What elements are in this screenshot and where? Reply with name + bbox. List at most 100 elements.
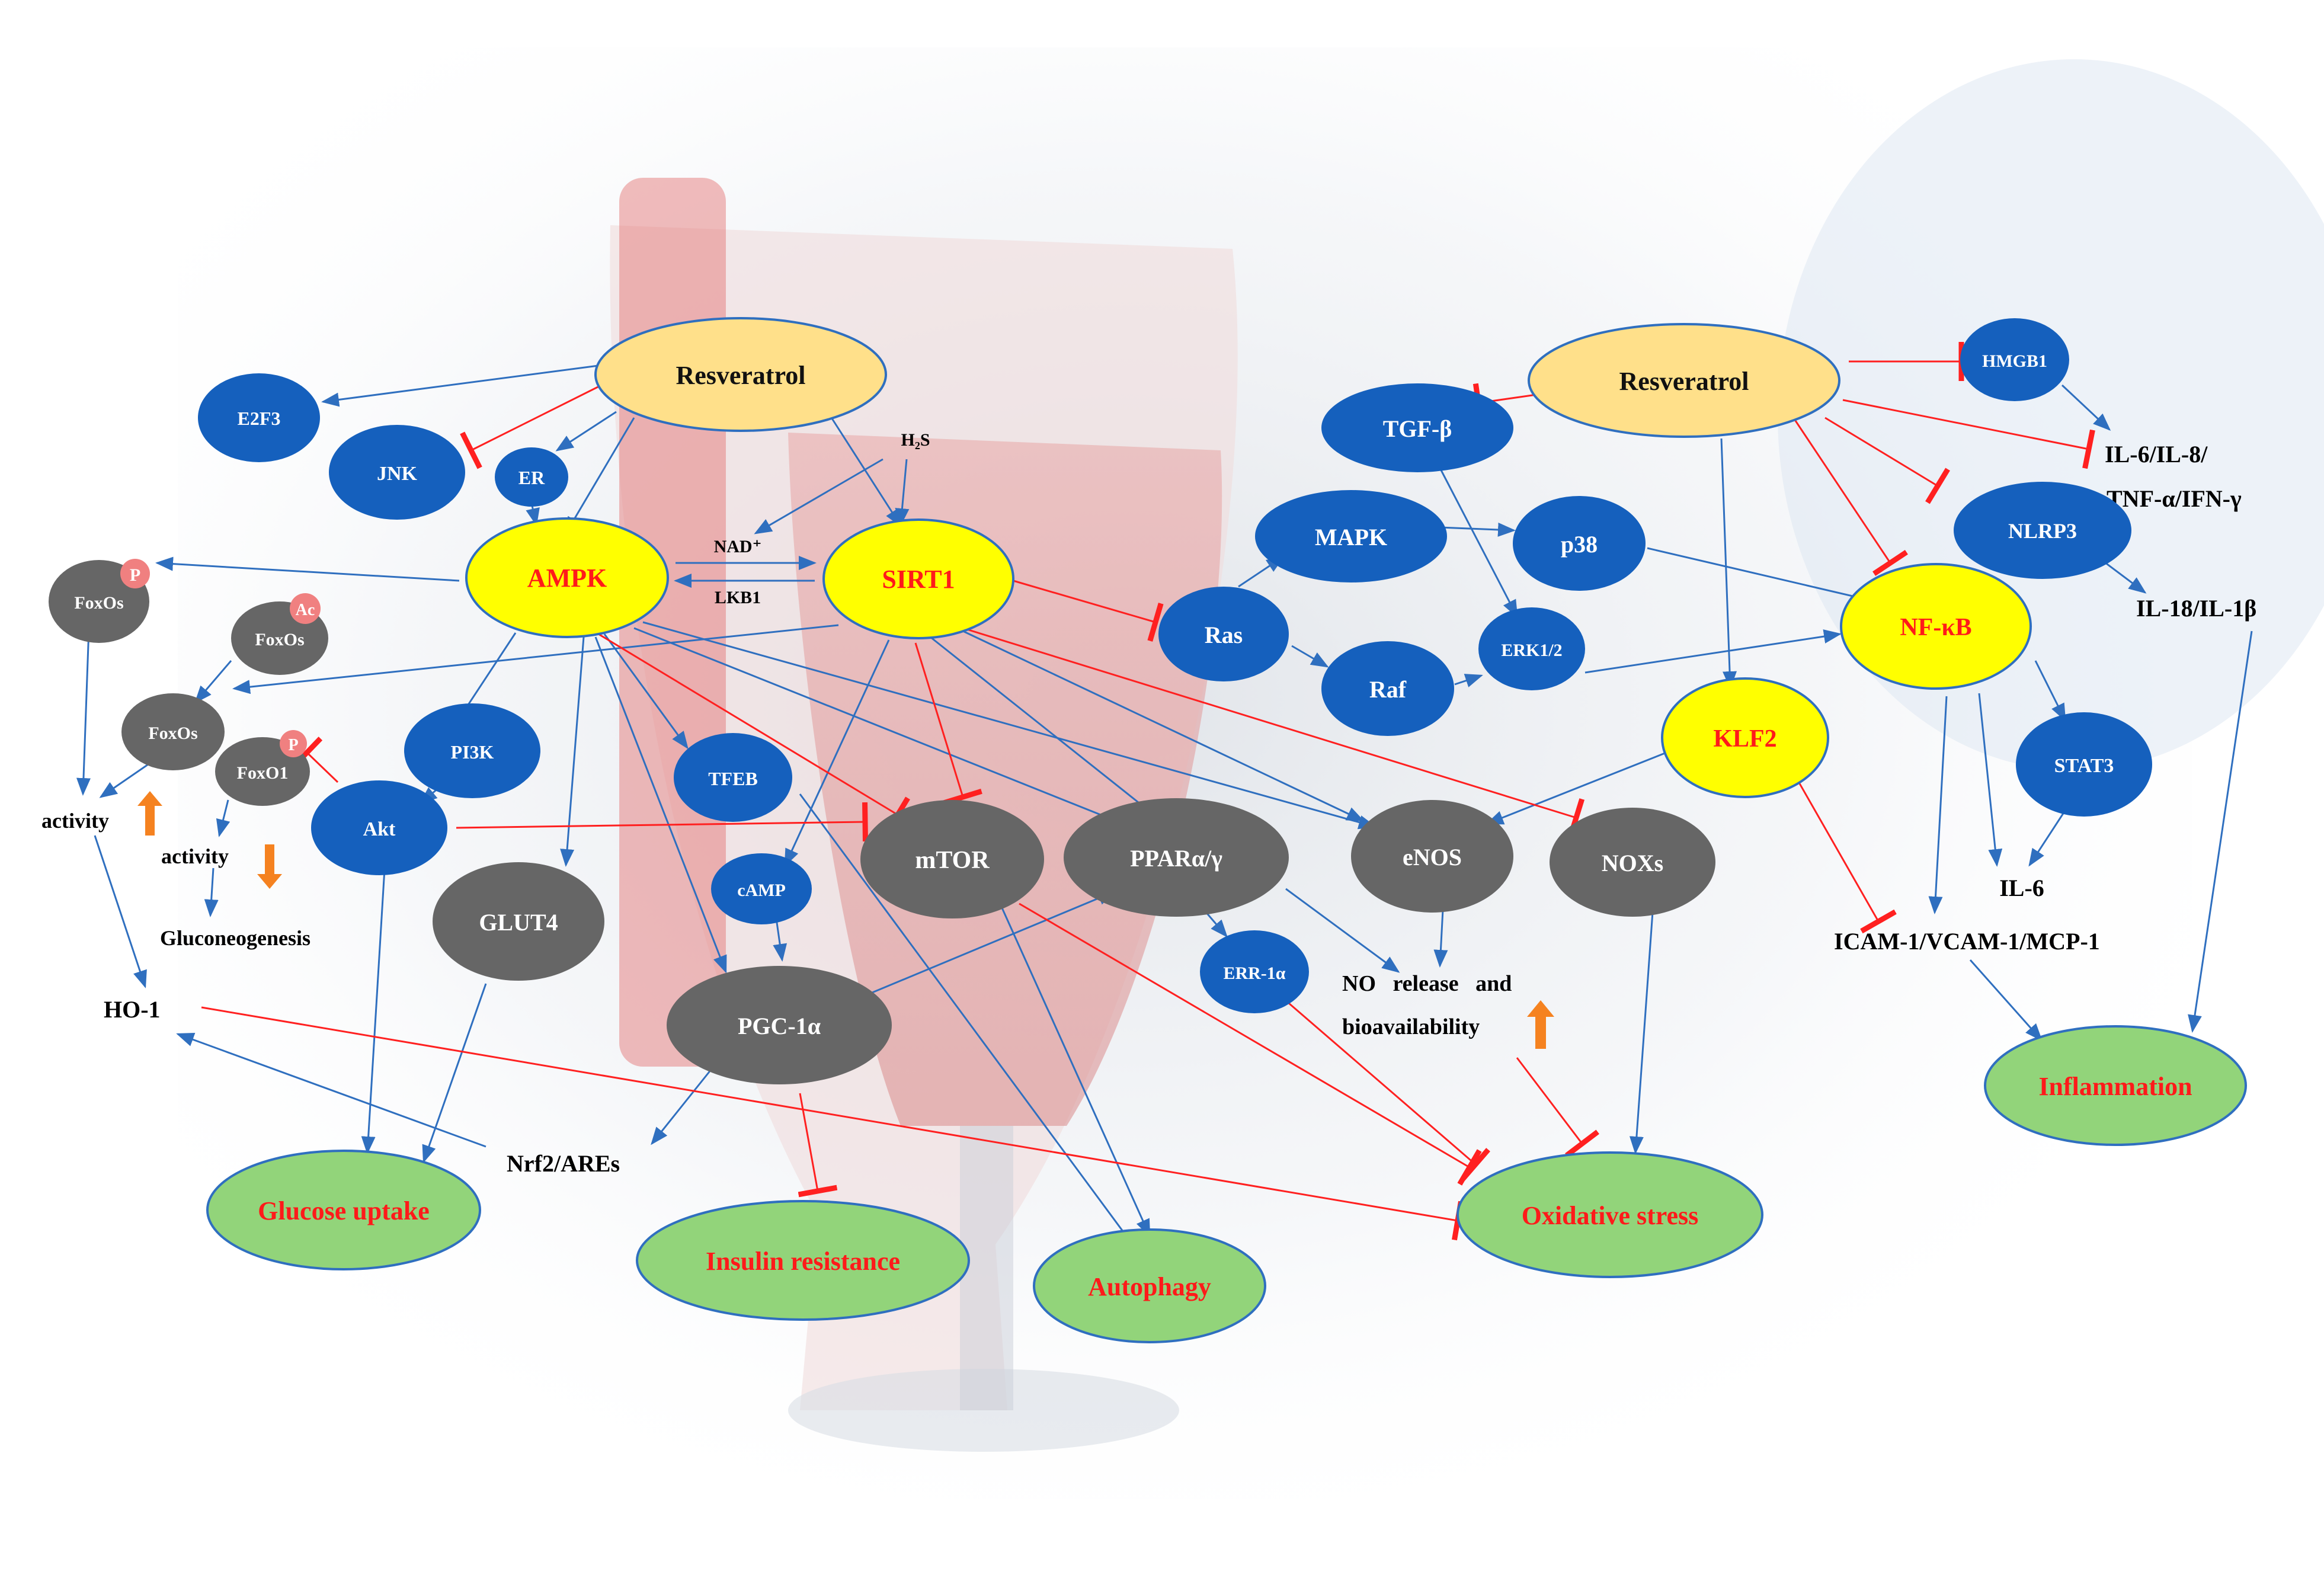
e2f3-node: E2F3 (198, 373, 320, 462)
arrow-hmgb1-il6 (2061, 384, 2111, 431)
inhibit-resv2-nfkb (1794, 420, 1908, 577)
down-arrow-icon (257, 844, 282, 889)
arrow-foxos-activity (99, 763, 149, 798)
pgc1a-label: PGC-1α (738, 1013, 821, 1039)
arrow-ampk-pgc1a (594, 636, 727, 974)
arrow-ampk-tfeb (603, 633, 689, 750)
arrow-ampk-glut4 (560, 636, 585, 867)
resveratrol-right-node: Resveratrol (1528, 323, 1840, 438)
ho1-label: HO-1 (104, 996, 161, 1023)
autophagy-outcome: Autophagy (1033, 1228, 1266, 1343)
arrow-erk-nfkb (1584, 629, 1842, 674)
resveratrol-right-label: Resveratrol (1619, 367, 1749, 396)
foxos-phospho-node: FoxOs P (49, 559, 150, 643)
arrow-icam-inflammation (1969, 959, 2043, 1042)
arrow-h2s-ampk (754, 458, 883, 534)
mapk-label: MAPK (1315, 524, 1387, 550)
inhibit-ampk-mtor (598, 633, 910, 833)
ppar-label: PPARα/γ (1130, 845, 1222, 872)
pi3k-label: PI3K (451, 741, 494, 763)
icam-label: ICAM-1/VCAM-1/MCP-1 (1834, 928, 2100, 955)
arrow-pgc1a-ppar (829, 891, 1116, 1012)
inhibit-mtor-oxstress (1019, 902, 1482, 1186)
nodes-layer: Resveratrol E2F3 JNK ER H₂S AMPK SIRT1 N… (41, 317, 2256, 1343)
phospho-badge-2: P (288, 736, 298, 754)
tgfb-node: TGF-β (1321, 383, 1513, 472)
arrow-il18-inflammation (2188, 630, 2253, 1033)
erk-label: ERK1/2 (1501, 641, 1562, 660)
raf-label: Raf (1369, 676, 1407, 703)
arrow-glut4-glucose (422, 983, 487, 1163)
insulin-resistance-outcome: Insulin resistance (636, 1200, 970, 1321)
il18-label: IL-18/IL-1β (2136, 595, 2256, 622)
activity-up-label: activity (41, 809, 109, 833)
jnk-node: JNK (329, 425, 465, 520)
arrow-sirt1-foxos (232, 624, 839, 694)
foxos-acetyl-label: FoxOs (255, 630, 304, 649)
nlrp3-label: NLRP3 (2008, 519, 2077, 543)
arrow-resv-ampk (565, 417, 635, 535)
arrow-mapk-p38 (1439, 522, 1516, 537)
inhibit-resv2-nlrp3 (1824, 417, 1950, 504)
er-label: ER (518, 467, 545, 488)
inhibit-sirt1-mtor (914, 642, 982, 806)
inhibit-klf2-icam (1794, 776, 1897, 934)
oxidative-stress-label: Oxidative stress (1522, 1201, 1699, 1230)
il6-il8-label: IL-6/IL-8/ (2105, 441, 2208, 468)
oxidative-stress-outcome: Oxidative stress (1456, 1151, 1763, 1278)
arrow-camp-pgc1a (773, 918, 788, 962)
ras-label: Ras (1205, 622, 1243, 648)
klf2-node: KLF2 (1661, 677, 1829, 798)
h2s-label: H₂S (901, 430, 930, 450)
p38-label: p38 (1561, 531, 1598, 558)
resveratrol-left-node: Resveratrol (594, 317, 887, 432)
mapk-node: MAPK (1255, 490, 1447, 582)
foxo1-node: FoxO1 P (215, 730, 310, 806)
camp-node: cAMP (711, 853, 812, 924)
arrow-resv-e2f3 (321, 364, 599, 407)
foxo1-label: FoxO1 (237, 763, 289, 783)
arrow-nfkb-stat3 (2034, 660, 2066, 722)
arrow-pgc1a-nrf2 (651, 1069, 712, 1145)
err1a-node: ERR-1α (1200, 930, 1309, 1013)
klf2-label: KLF2 (1713, 725, 1776, 753)
acetyl-badge: Ac (296, 601, 315, 619)
arrow-p38-nfkb (1647, 547, 1877, 605)
lkb1-label: LKB1 (715, 588, 761, 607)
nfkb-label: NF-κB (1900, 614, 1971, 641)
tfeb-node: TFEB (674, 733, 792, 822)
mtor-label: mTOR (915, 847, 990, 874)
arrow-foxosac-foxos (194, 660, 232, 704)
arrow-foxosp-activity (76, 628, 91, 796)
noxs-node: NOXs (1550, 808, 1715, 917)
tfeb-label: TFEB (708, 768, 758, 789)
up-arrow-icon (137, 791, 162, 836)
foxos-acetyl-node: FoxOs Ac (231, 593, 328, 675)
arrow-raf-erk (1454, 674, 1483, 687)
no-release-line2: bioavailability (1342, 1014, 1480, 1039)
glucose-uptake-outcome: Glucose uptake (206, 1150, 481, 1270)
ras-node: Ras (1158, 587, 1289, 681)
nfkb-node: NF-κB (1840, 563, 2032, 690)
arrow-sirt1-camp (784, 639, 890, 867)
e2f3-label: E2F3 (238, 408, 281, 429)
arrow-foxo1-activity (216, 799, 231, 837)
resveratrol-left-label: Resveratrol (676, 361, 805, 390)
phospho-badge-1: P (130, 565, 140, 585)
p38-node: p38 (1513, 496, 1646, 591)
arrow-activity-gluconeo (204, 868, 219, 917)
arrow-ampk-foxosp (155, 556, 460, 582)
erk-node: ERK1/2 (1478, 607, 1585, 690)
arrow-activity-ho1 (94, 835, 147, 988)
inhibit-ho1-oxstress (201, 1006, 1464, 1241)
err1a-label: ERR-1α (1223, 964, 1285, 983)
foxos-phospho-label: FoxOs (74, 593, 123, 613)
arrow-h2s-sirt1 (895, 459, 910, 526)
ampk-label: AMPK (527, 564, 607, 593)
arrow-tfeb-autophagy (799, 793, 1136, 1249)
nad-label: NAD⁺ (714, 537, 762, 556)
camp-label: cAMP (737, 881, 786, 900)
nrf2-label: Nrf2/AREs (507, 1150, 620, 1177)
inhibition-lines (201, 342, 2095, 1241)
